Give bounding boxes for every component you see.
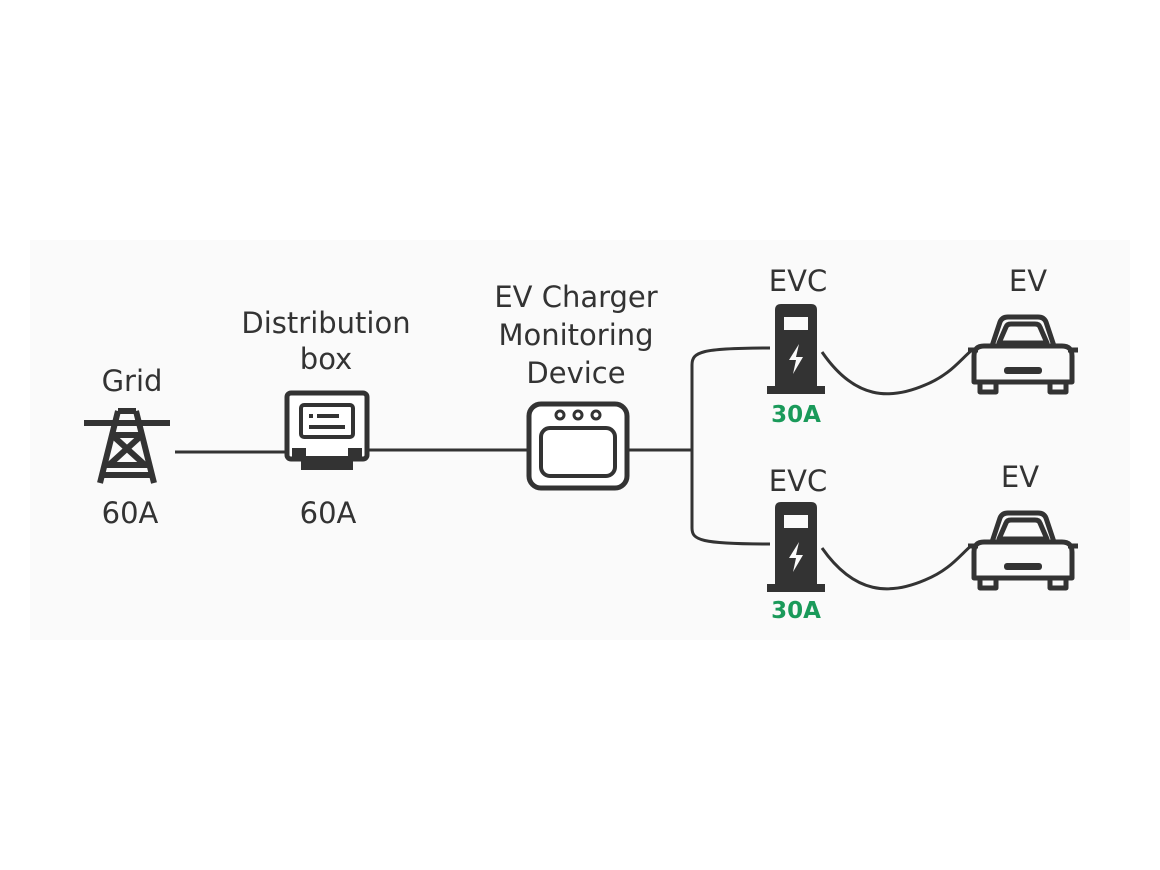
cable-lower [820,543,973,591]
charger-2-label: EVC [768,464,828,498]
ev-1-label: EV [1008,264,1048,298]
distribution-box-label-line1: Distribution [241,306,411,340]
distribution-box-label-line2: box [299,342,353,376]
branch-bus-wire [690,346,771,546]
monitor-label-line3: Device [526,356,626,390]
power-tower-icon [84,408,170,484]
monitor-label-line1: EV Charger [494,280,658,314]
grid-label: Grid [101,364,163,398]
distribution-box-rating: 60A [299,496,357,530]
car-icon [968,510,1078,591]
ev-2-label: EV [1000,460,1040,494]
charger-1-rating: 30A [771,402,821,428]
charger-1-label: EVC [768,264,828,298]
distribution-box-icon [284,390,370,470]
ev-charger-icon [767,304,825,394]
monitoring-device-icon [526,401,630,491]
monitor-label-line2: Monitoring [498,318,654,352]
car-icon [968,314,1078,395]
grid-rating: 60A [101,496,159,530]
charger-2-rating: 30A [771,598,821,624]
cable-upper [820,348,973,396]
ev-charger-icon [767,502,825,592]
